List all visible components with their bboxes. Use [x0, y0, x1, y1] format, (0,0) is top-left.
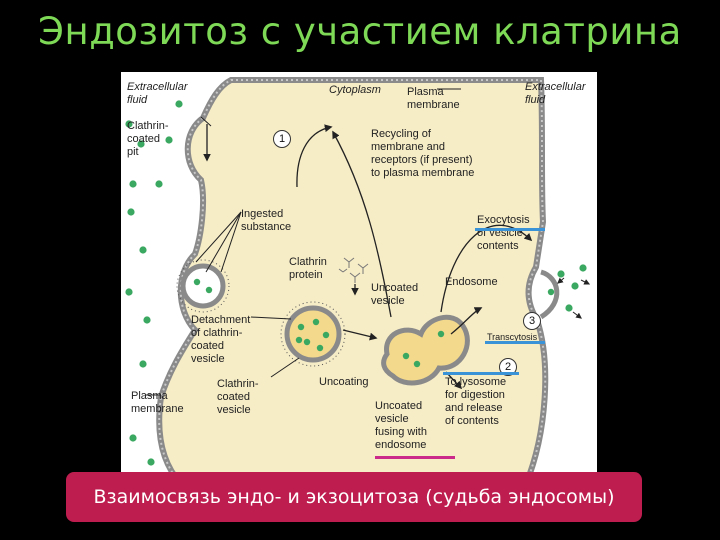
- label-uncoating: Uncoating: [319, 376, 369, 388]
- clathrin-coated-pit: [176, 259, 230, 313]
- label-extracellular-left: Extracellular fluid: [127, 81, 188, 106]
- diagram-drawing: [125, 77, 591, 487]
- slide-caption: Взаимосвязь эндо- и экзоцитоза (судьба э…: [66, 472, 642, 522]
- label-uncoated-fusing: Uncoated vesicle fusing with endosome: [375, 400, 427, 451]
- arrow-to-pit-top: [296, 124, 333, 188]
- clathrin-coated-vesicle: [280, 301, 346, 367]
- label-detachment: Detachment of clathrin- coated vesicle: [191, 314, 251, 365]
- label-extracellular-right: Extracellular fluid: [525, 81, 586, 106]
- step-2-marker: 2: [499, 358, 517, 376]
- arrow-transcytosis: [450, 307, 483, 335]
- exocytosis-highlight: [475, 228, 545, 231]
- label-ingested-substance: Ingested substance: [241, 208, 292, 233]
- label-uncoated-vesicle: Uncoated vesicle: [371, 282, 419, 307]
- label-plasma-membrane-bottom: Plasma membrane: [131, 390, 184, 415]
- exocytosis-opening: [539, 269, 560, 320]
- label-plasma-membrane-top: Plasma membrane: [407, 86, 460, 111]
- label-cytoplasm: Cytoplasm: [329, 84, 381, 96]
- step-3-marker: 3: [523, 312, 541, 330]
- extracellular-particles-left: [125, 100, 183, 466]
- extracellular-particles-right: [557, 264, 587, 312]
- label-endosome: Endosome: [445, 276, 498, 288]
- label-clathrin-pit: Clathrin- coated pit: [127, 120, 169, 158]
- label-clathrin-coated-vesicle: Clathrin- coated vesicle: [217, 378, 259, 416]
- endosome-fusion: [381, 314, 470, 386]
- fusing-highlight: [375, 456, 455, 459]
- endocytosis-diagram: Extracellular fluid Cytoplasm Plasma mem…: [121, 72, 597, 492]
- lysosome-highlight: [443, 372, 519, 375]
- arrow-to-uncoating: [342, 329, 378, 341]
- label-recycling: Recycling of membrane and receptors (if …: [371, 128, 475, 179]
- label-transcytosis: Transcytosis: [487, 332, 538, 342]
- label-to-lysosome: To lysosome for digestion and release of…: [445, 376, 507, 427]
- clathrin-protein-fragments: [338, 257, 369, 283]
- label-clathrin-protein: Clathrin protein: [289, 256, 327, 281]
- label-exocytosis: Exocytosis of vesicle contents: [477, 214, 530, 252]
- cell-membrane: [156, 77, 549, 487]
- slide-title: Эндозитоз с участием клатрина: [38, 10, 682, 53]
- arrow-recycling: [332, 130, 392, 318]
- transcytosis-highlight: [485, 341, 545, 344]
- step-1-marker: 1: [273, 130, 291, 148]
